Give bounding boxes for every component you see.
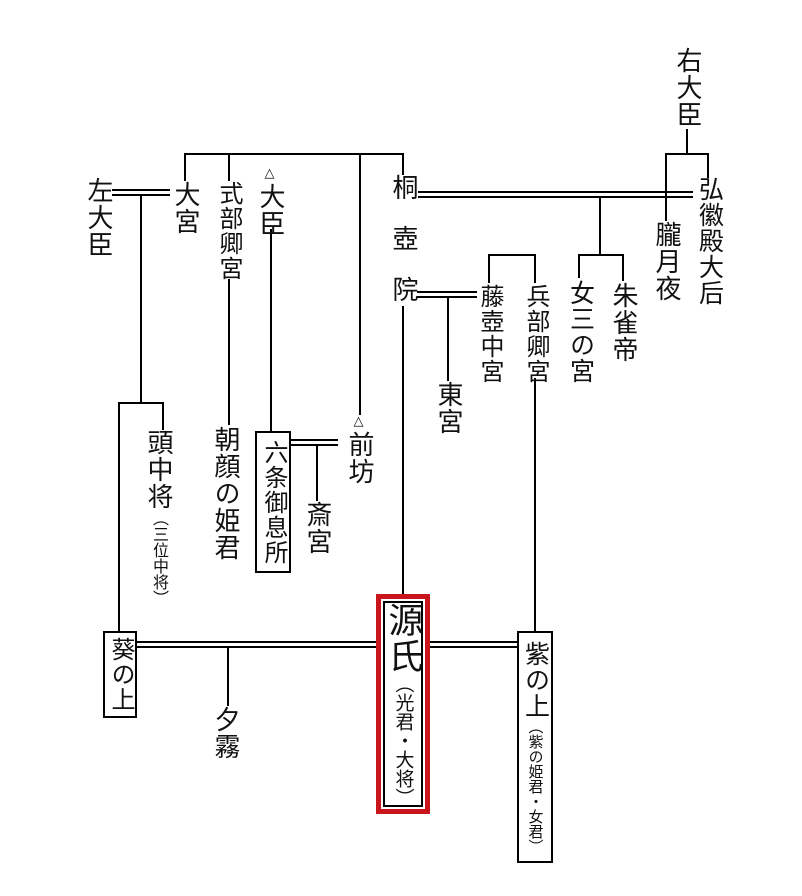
person-name: 右大臣 [673, 47, 702, 128]
connector-tonochujo-branch [162, 402, 164, 430]
connector-hyobukyo-branch [534, 254, 536, 283]
person-subtitle: （光君・大将） [392, 673, 414, 807]
person-name: 朱雀帝 [609, 282, 638, 363]
person-omiya: 大宮 [171, 181, 200, 235]
marriage-genji-murasaki [430, 641, 517, 648]
person-name: 紫の上 [521, 640, 549, 719]
person-name: 源氏 [383, 601, 423, 674]
person-name: 大臣 [256, 183, 285, 237]
connector-kiritsubo-stem [402, 153, 404, 175]
person-saigu: 斎宮 [303, 501, 332, 555]
person-label-group: 源氏（光君・大将） [383, 601, 423, 807]
connector-udaijin-stem [686, 129, 688, 154]
person-name: 前坊 [345, 431, 374, 485]
connector-kiritsubo-kokiden-child-stem [599, 196, 601, 256]
connector-shikibukyo-stem [228, 153, 230, 181]
person-name: 弘徽殿大后 [695, 176, 723, 306]
connector-aoi-branch [118, 402, 120, 632]
marriage-rokujo-zenbo [290, 439, 338, 446]
connector-togu-stem [447, 296, 449, 381]
person-label-group: 紫の上（紫の姫君・女君） [521, 640, 549, 854]
marriage-kiritsubo-fujitsubo [417, 291, 477, 298]
person-subtitle: （三位中将） [150, 510, 167, 606]
person-udaijin: 右大臣 [673, 47, 702, 128]
person-name: 斎宮 [303, 501, 332, 555]
person-name: 朝顔の姫君 [211, 426, 240, 561]
person-name: 桐壺院 [389, 174, 418, 327]
person-rokujo-miyasudokoro-box: 六条御息所 [255, 431, 291, 573]
connector-onnasan-branch [578, 254, 580, 278]
connector-udaijin-children [665, 153, 709, 155]
person-subtitle: （紫の姫君・女君） [526, 718, 543, 854]
connector-daijin-rokujo [270, 229, 272, 432]
person-onna-san-no-miya: 女三の宮 [566, 280, 594, 384]
person-name: 左大臣 [84, 177, 113, 258]
person-sadaijin: 左大臣 [84, 177, 113, 258]
person-name: 式部卿宮 [215, 181, 241, 281]
marriage-aoi-genji [137, 641, 378, 648]
connector-shikibukyo-asagao [228, 279, 230, 425]
marriage-sadaijin-omiya [112, 189, 170, 196]
connector-zenbo-stem [359, 153, 361, 415]
connector-kiritsubo-genji [402, 306, 404, 596]
deceased-marker: △ [263, 166, 278, 183]
person-name: 朧月夜 [652, 221, 681, 302]
connector-hyobukyo-murasaki [534, 378, 536, 632]
connector-fujitsubo-hyobukyo-bracket [488, 254, 536, 256]
person-name: 葵の上 [107, 637, 133, 712]
connector-suzaku-onnasan-bracket [578, 254, 624, 256]
person-to-no-chujo: 頭中将（三位中将） [144, 429, 173, 606]
person-murasaki-no-ue-box: 紫の上（紫の姫君・女君） [517, 631, 553, 863]
person-name: 女三の宮 [566, 280, 594, 384]
person-hyobukyo-no-miya: 兵部卿宮 [522, 284, 548, 384]
person-name: 東宮 [434, 381, 463, 435]
deceased-marker: △ [352, 414, 367, 431]
person-name: 夕霧 [211, 706, 240, 760]
connector-sadaijin-omiya-child-stem [140, 194, 142, 404]
connector-oborozukiyo-branch [665, 153, 667, 221]
person-name: 大宮 [171, 181, 200, 235]
connector-omiya-stem [184, 153, 186, 181]
person-oborozukiyo: 朧月夜 [652, 221, 681, 302]
person-genji-highlight-box: 源氏（光君・大将） [376, 594, 430, 814]
person-aoi-no-ue-box: 葵の上 [103, 631, 137, 718]
person-name: 六条御息所 [260, 439, 286, 565]
person-daijin: △大臣 [256, 166, 285, 237]
person-asagao-no-himegimi: 朝顔の姫君 [211, 426, 240, 561]
person-fujitsubo-chugu: 藤壺中宮 [476, 284, 502, 384]
marriage-kiritsubo-kokiden [418, 191, 693, 198]
person-kokiden-taigo: 弘徽殿大后 [695, 176, 723, 306]
person-shikibukyo-no-miya: 式部卿宮 [215, 181, 241, 281]
connector-fujitsubo-branch [488, 254, 490, 283]
connector-kokiden-branch [707, 153, 709, 178]
person-name: 兵部卿宮 [522, 284, 548, 384]
connector-top-sibling-line [184, 153, 404, 155]
connector-saigu-stem [316, 445, 318, 501]
person-genji-inner-box: 源氏（光君・大将） [383, 601, 423, 807]
person-togu: 東宮 [434, 381, 463, 435]
person-suzakutei: 朱雀帝 [609, 282, 638, 363]
person-kiritsubo-in: 桐壺院 [389, 174, 418, 327]
person-zenbo: △前坊 [345, 414, 374, 485]
person-name: 藤壺中宮 [476, 284, 502, 384]
connector-suzaku-branch [622, 254, 624, 281]
connector-yugiri-stem [227, 646, 229, 706]
connector-aoi-tonochujo-bracket [118, 402, 164, 404]
person-yugiri: 夕霧 [211, 706, 240, 760]
person-name: 頭中将 [144, 429, 173, 510]
